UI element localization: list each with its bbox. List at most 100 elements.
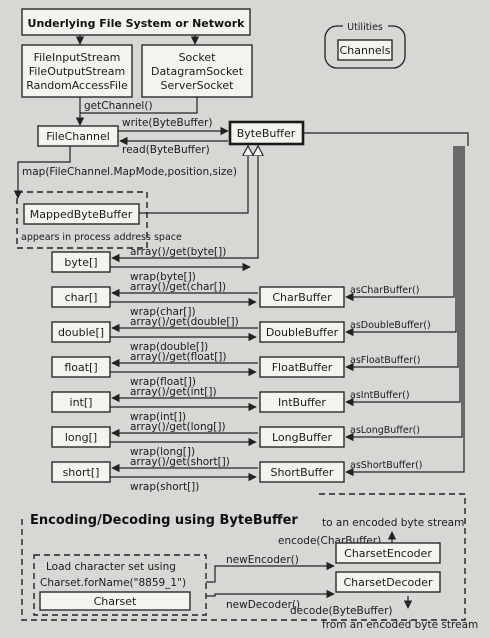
float-wrap-label: wrap(float[]) (130, 376, 196, 388)
random-access-file: RandomAccessFile (26, 79, 128, 92)
int-get-label: array()/get(int[]) (130, 386, 217, 398)
row-float: float[] array()/get(float[]) wrap(float[])… (51, 146, 459, 388)
socket: Socket (179, 51, 217, 64)
short-array-label: short[] (63, 466, 100, 479)
short-as-arrow (345, 146, 465, 477)
mapped-region: MappedByteBuffer appears in process addr… (16, 191, 182, 249)
byte-wrap-label: wrap(byte[]) (130, 271, 196, 283)
byte-array-label: byte[] (64, 256, 97, 269)
int-array-label: int[] (70, 396, 93, 409)
float-array-box (51, 356, 111, 378)
short-buffer-label: ShortBuffer (271, 466, 334, 479)
appears-label: appears in process address space (21, 232, 182, 243)
row-int: int[] array()/get(int[]) wrap(int[]) IntBuf… (51, 146, 461, 423)
charset-decoder-box: CharsetDecoder (343, 576, 432, 589)
forname-label: Charset.forName("8859_1") (40, 577, 186, 589)
long-array-label: long[] (65, 431, 97, 444)
long-get-label: array()/get(long[]) (130, 421, 226, 433)
socket-to-getchannel-line (80, 97, 198, 114)
mapped-byte-buffer: MappedByteBuffer (30, 208, 133, 221)
double-as-arrow (345, 146, 457, 337)
char-get-label: array()/get(char[]) (130, 281, 226, 293)
byte-buffer-label: ByteBuffer (237, 127, 296, 140)
map-arrow (13, 146, 71, 199)
short-wrap-label: wrap(short[]) (130, 481, 199, 493)
byte-get-label: array()/get(byte[]) (130, 246, 226, 258)
utilities-label: Utilities (347, 22, 383, 33)
underlying-system-title: Underlying File System or Network (28, 17, 246, 30)
int-as-arrow (345, 146, 461, 407)
map-label: map(FileChannel.MapMode,position,size) (22, 166, 237, 178)
charset-encoder-box: CharsetEncoder (344, 547, 432, 560)
encoding-section: Encoding/Decoding using ByteBuffer to an… (21, 493, 478, 631)
streams-box: FileInputStream FileOutputStream RandomA… (21, 44, 133, 98)
short-array-box (51, 461, 111, 483)
new-encoder-label: newEncoder() (226, 554, 299, 566)
char-wrap-label: wrap(char[]) (130, 306, 196, 318)
file-output-stream: FileOutputStream (29, 65, 125, 78)
underlying-system-box: Underlying File System or Network (21, 8, 251, 36)
double-array-box (51, 321, 111, 343)
char-buffer-label: CharBuffer (272, 291, 332, 304)
datagram-socket: DatagramSocket (151, 65, 244, 78)
server-socket: ServerSocket (161, 79, 235, 92)
float-get-label: array()/get(float[]) (130, 351, 226, 363)
float-array-label: float[] (64, 361, 97, 374)
getchannel-label: getChannel() (84, 100, 153, 112)
encoding-title: Encoding/Decoding using ByteBuffer (30, 513, 298, 528)
short-as-label: asShortBuffer() (350, 460, 423, 471)
as-buffer-rail (303, 132, 469, 146)
char-buffer-box (259, 286, 345, 308)
float-as-arrow (345, 146, 459, 372)
buffer-rows: byte[]array()/get(byte[])wrap(byte[])cha… (51, 132, 469, 493)
char-array-box (51, 286, 111, 308)
float-buffer-box (259, 356, 345, 378)
byte-inherit-arrow (252, 146, 258, 259)
float-buffer-label: FloatBuffer (272, 361, 333, 374)
long-as-label: asLongBuffer() (350, 425, 420, 436)
file-channel-label: FileChannel (46, 130, 110, 143)
charset-box: Charset (94, 595, 137, 608)
load-label: Load character set using (46, 561, 176, 573)
double-buffer-box (259, 321, 345, 343)
short-buffer-box (259, 461, 345, 483)
write-label: write(ByteBuffer) (122, 117, 212, 129)
byte-buffer-box: ByteBuffer (228, 120, 305, 146)
int-as-label: asIntBuffer() (350, 390, 410, 401)
int-array-box (51, 391, 111, 413)
row-byte: byte[] array()/get(byte[]) wrap(byte[]) (51, 146, 258, 283)
char-array-label: char[] (65, 291, 98, 304)
row-short: short[] array()/get(short[]) wrap(short[])… (51, 146, 465, 493)
row-long: long[] array()/get(long[]) wrap(long[]) Lon… (51, 146, 463, 458)
new-decoder-label: newDecoder() (226, 599, 300, 611)
long-buffer-box (259, 426, 345, 448)
sockets-box: Socket DatagramSocket ServerSocket (141, 44, 253, 98)
double-buffer-label: DoubleBuffer (266, 326, 339, 339)
file-channel-box: FileChannel (37, 125, 119, 147)
row-char: char[] array()/get(char[]) wrap(char[]) Cha… (51, 146, 455, 318)
mapped-inherit-arrow (139, 146, 248, 214)
read-label: read(ByteBuffer) (122, 144, 210, 156)
long-as-arrow (345, 146, 463, 442)
from-stream-label: from an encoded byte stream (322, 619, 478, 631)
row-double: double[]array()/get(double[])wrap(double… (51, 146, 457, 353)
byte-array-box (51, 251, 111, 273)
double-wrap-label: wrap(double[]) (130, 341, 208, 353)
long-array-box (51, 426, 111, 448)
file-input-stream: FileInputStream (34, 51, 121, 64)
to-stream-label: to an encoded byte stream (322, 517, 464, 529)
long-wrap-label: wrap(long[]) (130, 446, 195, 458)
int-buffer-label: IntBuffer (278, 396, 326, 409)
int-buffer-box (259, 391, 345, 413)
char-as-arrow (345, 146, 455, 302)
char-as-label: asCharBuffer() (350, 285, 419, 296)
float-as-label: asFloatBuffer() (350, 355, 420, 366)
short-get-label: array()/get(short[]) (130, 456, 230, 468)
decode-label: decode(ByteBuffer) (290, 605, 393, 617)
double-get-label: array()/get(double[]) (130, 316, 239, 328)
int-wrap-label: wrap(int[]) (130, 411, 186, 423)
channels-box: Channels (340, 44, 391, 57)
long-buffer-label: LongBuffer (272, 431, 332, 444)
new-decoder-arrow (206, 589, 335, 599)
